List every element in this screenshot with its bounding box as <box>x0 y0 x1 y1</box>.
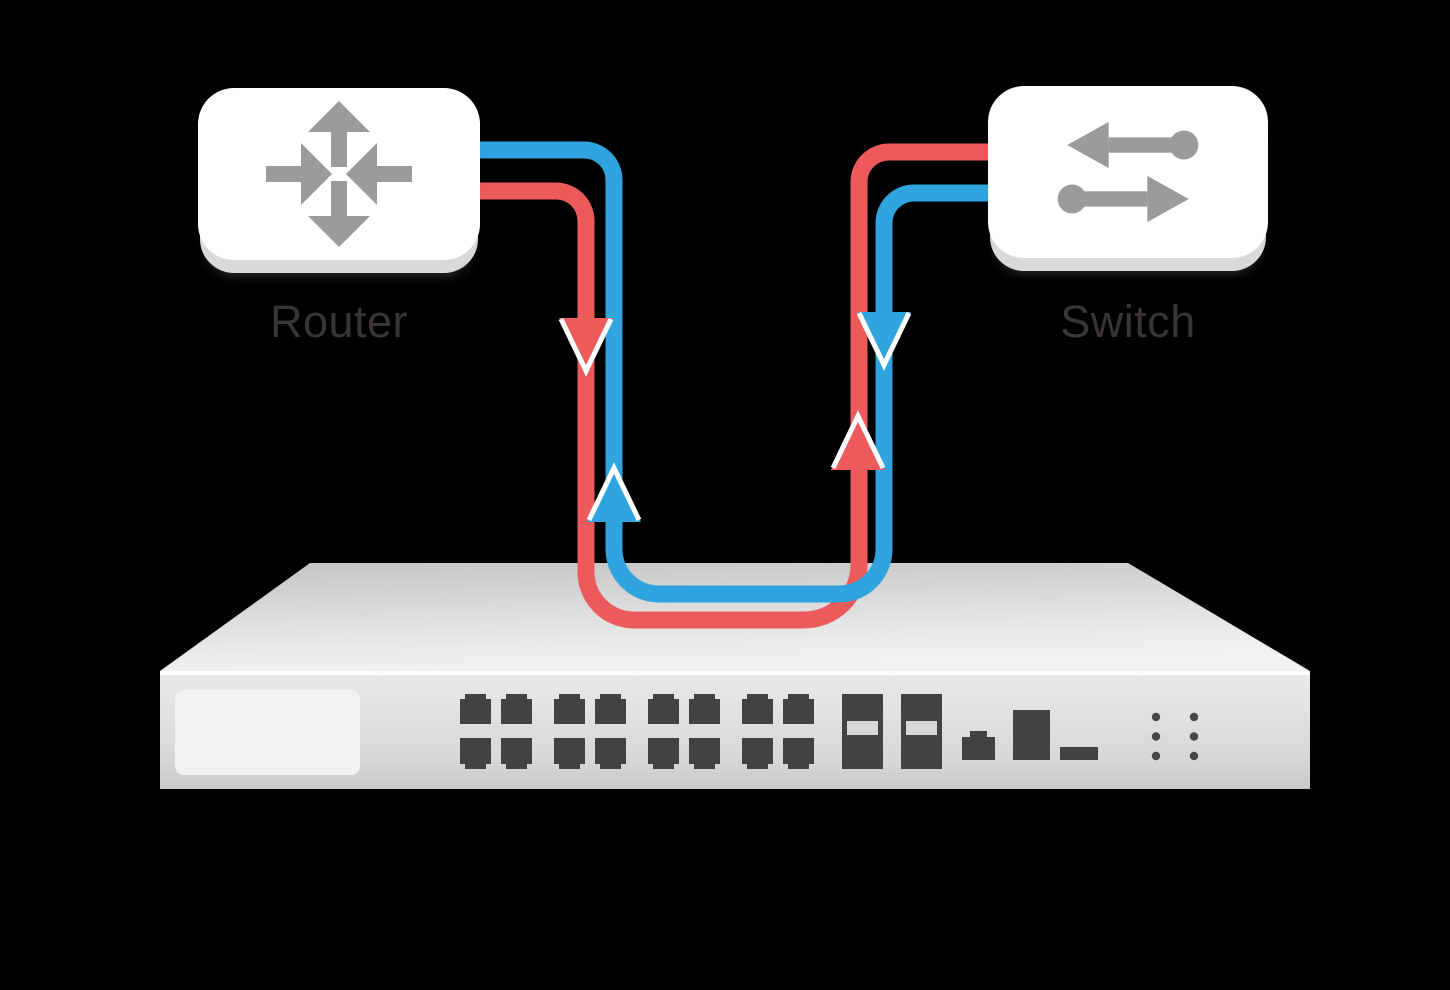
switch-label: Switch <box>1060 296 1196 347</box>
red-flow-arrow-up <box>830 410 886 470</box>
rj45-port <box>554 738 585 769</box>
rj45-port-bank <box>460 694 814 769</box>
console-port <box>962 731 995 760</box>
rj45-port <box>460 738 491 769</box>
rj45-port <box>742 694 773 724</box>
appliance-label-plate <box>175 690 360 775</box>
status-led <box>1151 732 1161 741</box>
cable-flows <box>472 141 1000 629</box>
rj45-port <box>648 694 679 724</box>
switch-node <box>988 86 1268 258</box>
status-led <box>1189 751 1199 761</box>
rj45-port <box>648 738 679 769</box>
sfp-port <box>842 694 883 769</box>
blue-flow-arrow-up <box>586 462 642 522</box>
blue-cable <box>472 141 1000 603</box>
status-led <box>1189 732 1199 741</box>
rj45-port <box>595 694 626 724</box>
uplink-port <box>1013 710 1050 760</box>
rj45-port <box>460 694 491 724</box>
security-appliance <box>160 563 1310 789</box>
sfp-port <box>901 694 942 769</box>
status-led <box>1151 712 1161 722</box>
switch-arrows-icon <box>1057 121 1199 223</box>
rj45-port <box>501 694 532 724</box>
status-led-grid <box>1151 712 1199 761</box>
red-cable <box>472 143 1000 629</box>
rj45-port <box>501 738 532 769</box>
rj45-port <box>742 738 773 769</box>
appliance-front-edge-highlight <box>160 671 1310 675</box>
rj45-port <box>595 738 626 769</box>
reset-slot <box>1060 747 1098 760</box>
blue-flow-arrow-down <box>856 311 912 371</box>
router-label: Router <box>269 296 409 347</box>
rj45-port <box>783 738 814 769</box>
sfp-port-bank <box>842 694 942 769</box>
router-arrows-icon <box>266 101 412 247</box>
status-led <box>1189 712 1199 722</box>
status-led <box>1151 751 1161 761</box>
red-flow-arrow-down <box>558 317 614 377</box>
router-node <box>198 88 480 260</box>
rj45-port <box>783 694 814 724</box>
rj45-port <box>554 694 585 724</box>
rj45-port <box>689 694 720 724</box>
rj45-port <box>689 738 720 769</box>
